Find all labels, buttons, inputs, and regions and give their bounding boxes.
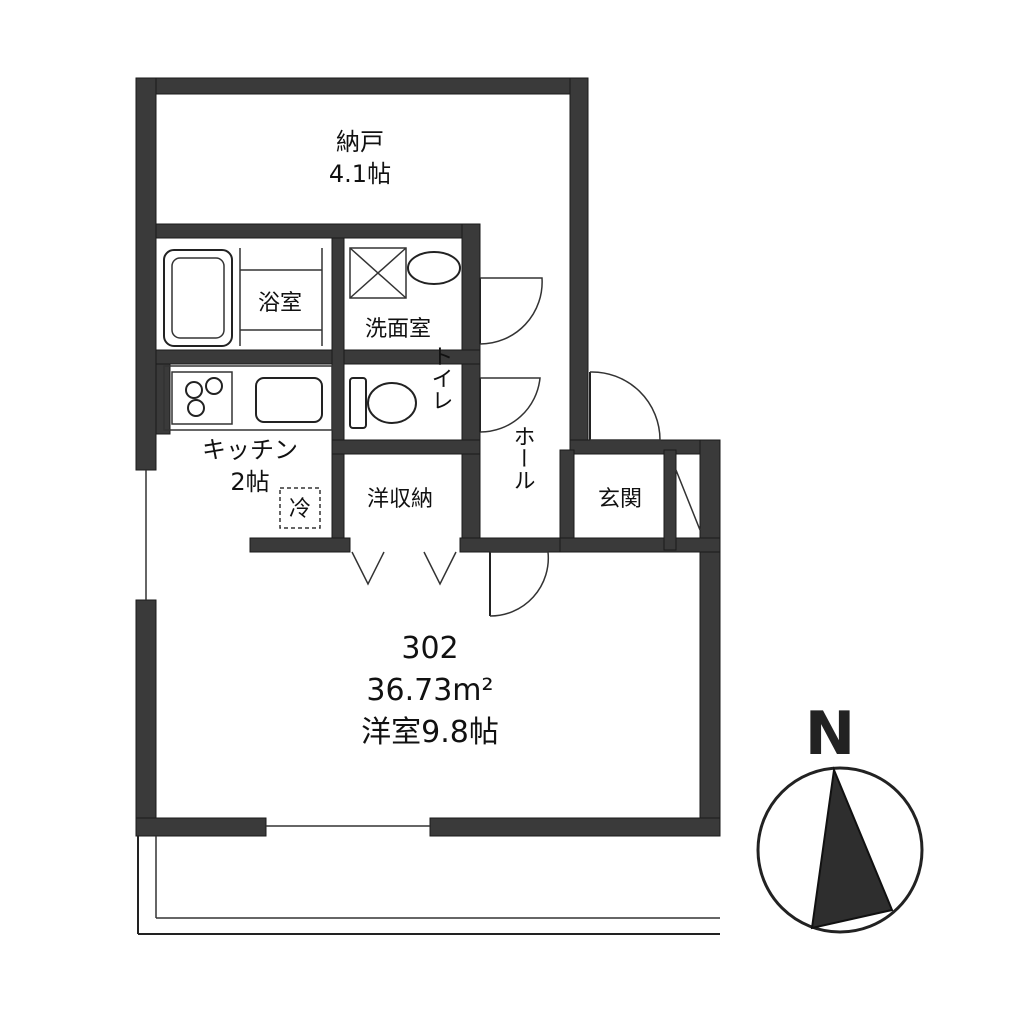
outer-walls bbox=[135, 77, 721, 837]
doors bbox=[351, 277, 701, 617]
toilet-fixture bbox=[349, 377, 417, 429]
kitchen-sink bbox=[255, 377, 323, 423]
fridge-label: 冷 bbox=[289, 497, 311, 522]
kitchen-label: キッチン bbox=[202, 436, 298, 464]
unit-number: 302 bbox=[401, 631, 458, 666]
compass-icon: N bbox=[756, 699, 924, 934]
unit-area: 36.73m² bbox=[366, 673, 493, 708]
washroom-label: 洗面室 bbox=[365, 317, 431, 342]
bathtub bbox=[163, 248, 323, 347]
main-room-label: 洋室9.8帖 bbox=[361, 715, 499, 750]
kitchen-size: 2帖 bbox=[230, 468, 269, 496]
closet-label: 洋収納 bbox=[367, 487, 433, 512]
balcony bbox=[137, 836, 720, 935]
compass-north-label: N bbox=[805, 699, 855, 769]
fridge-box bbox=[279, 487, 321, 529]
interior-walls bbox=[155, 223, 721, 553]
storage-label: 納戸 bbox=[336, 128, 384, 156]
washbasin bbox=[349, 247, 461, 299]
hall-label: ホール bbox=[510, 425, 535, 491]
bath-label: 浴室 bbox=[258, 291, 302, 316]
storage-size: 4.1帖 bbox=[329, 160, 391, 188]
counter-edge bbox=[163, 365, 333, 431]
stove bbox=[171, 371, 233, 425]
entrance-label: 玄関 bbox=[598, 487, 642, 512]
toilet-label: トイレ bbox=[428, 345, 453, 411]
